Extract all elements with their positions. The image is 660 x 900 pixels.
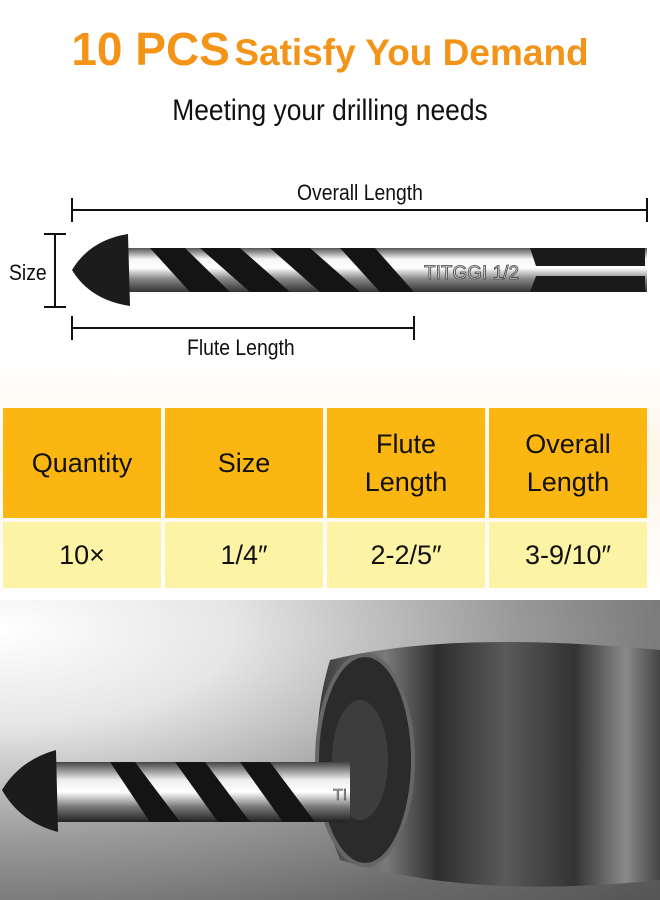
carbide-tip (72, 234, 130, 306)
page-title: 10 PCS Satisfy You Demand (71, 23, 589, 75)
drill-photo: TI (0, 600, 660, 900)
drill-chuck-illustration: TI (2, 642, 660, 887)
bit-shank-flat (530, 248, 645, 292)
flutes (150, 248, 414, 292)
header-quantity: Quantity (3, 408, 161, 518)
subtitle: Meeting your drilling needs (172, 94, 488, 127)
drill-bit-diagram: TITGGI 1/2 (44, 198, 648, 340)
value-quantity: 10× (3, 522, 161, 588)
header-overall-length: Overall Length (489, 408, 647, 518)
value-flute-length: 2-2/5″ (327, 522, 485, 588)
bit-marking: TITGGI 1/2 (424, 263, 519, 284)
table-row: 10× 1/4″ 2-2/5″ 3-9/10″ (3, 522, 647, 588)
flute-length-label: Flute Length (187, 335, 295, 360)
table-header-row: Quantity Size Flute Length Overall Lengt… (3, 408, 647, 518)
overall-length-label: Overall Length (297, 180, 423, 205)
value-size: 1/4″ (165, 522, 323, 588)
size-label: Size (9, 260, 47, 285)
photo-bit-marking: TI (333, 787, 347, 804)
value-overall-length: 3-9/10″ (489, 522, 647, 588)
header-size: Size (165, 408, 323, 518)
header-flute-length: Flute Length (327, 408, 485, 518)
spec-table: Quantity Size Flute Length Overall Lengt… (0, 404, 651, 592)
